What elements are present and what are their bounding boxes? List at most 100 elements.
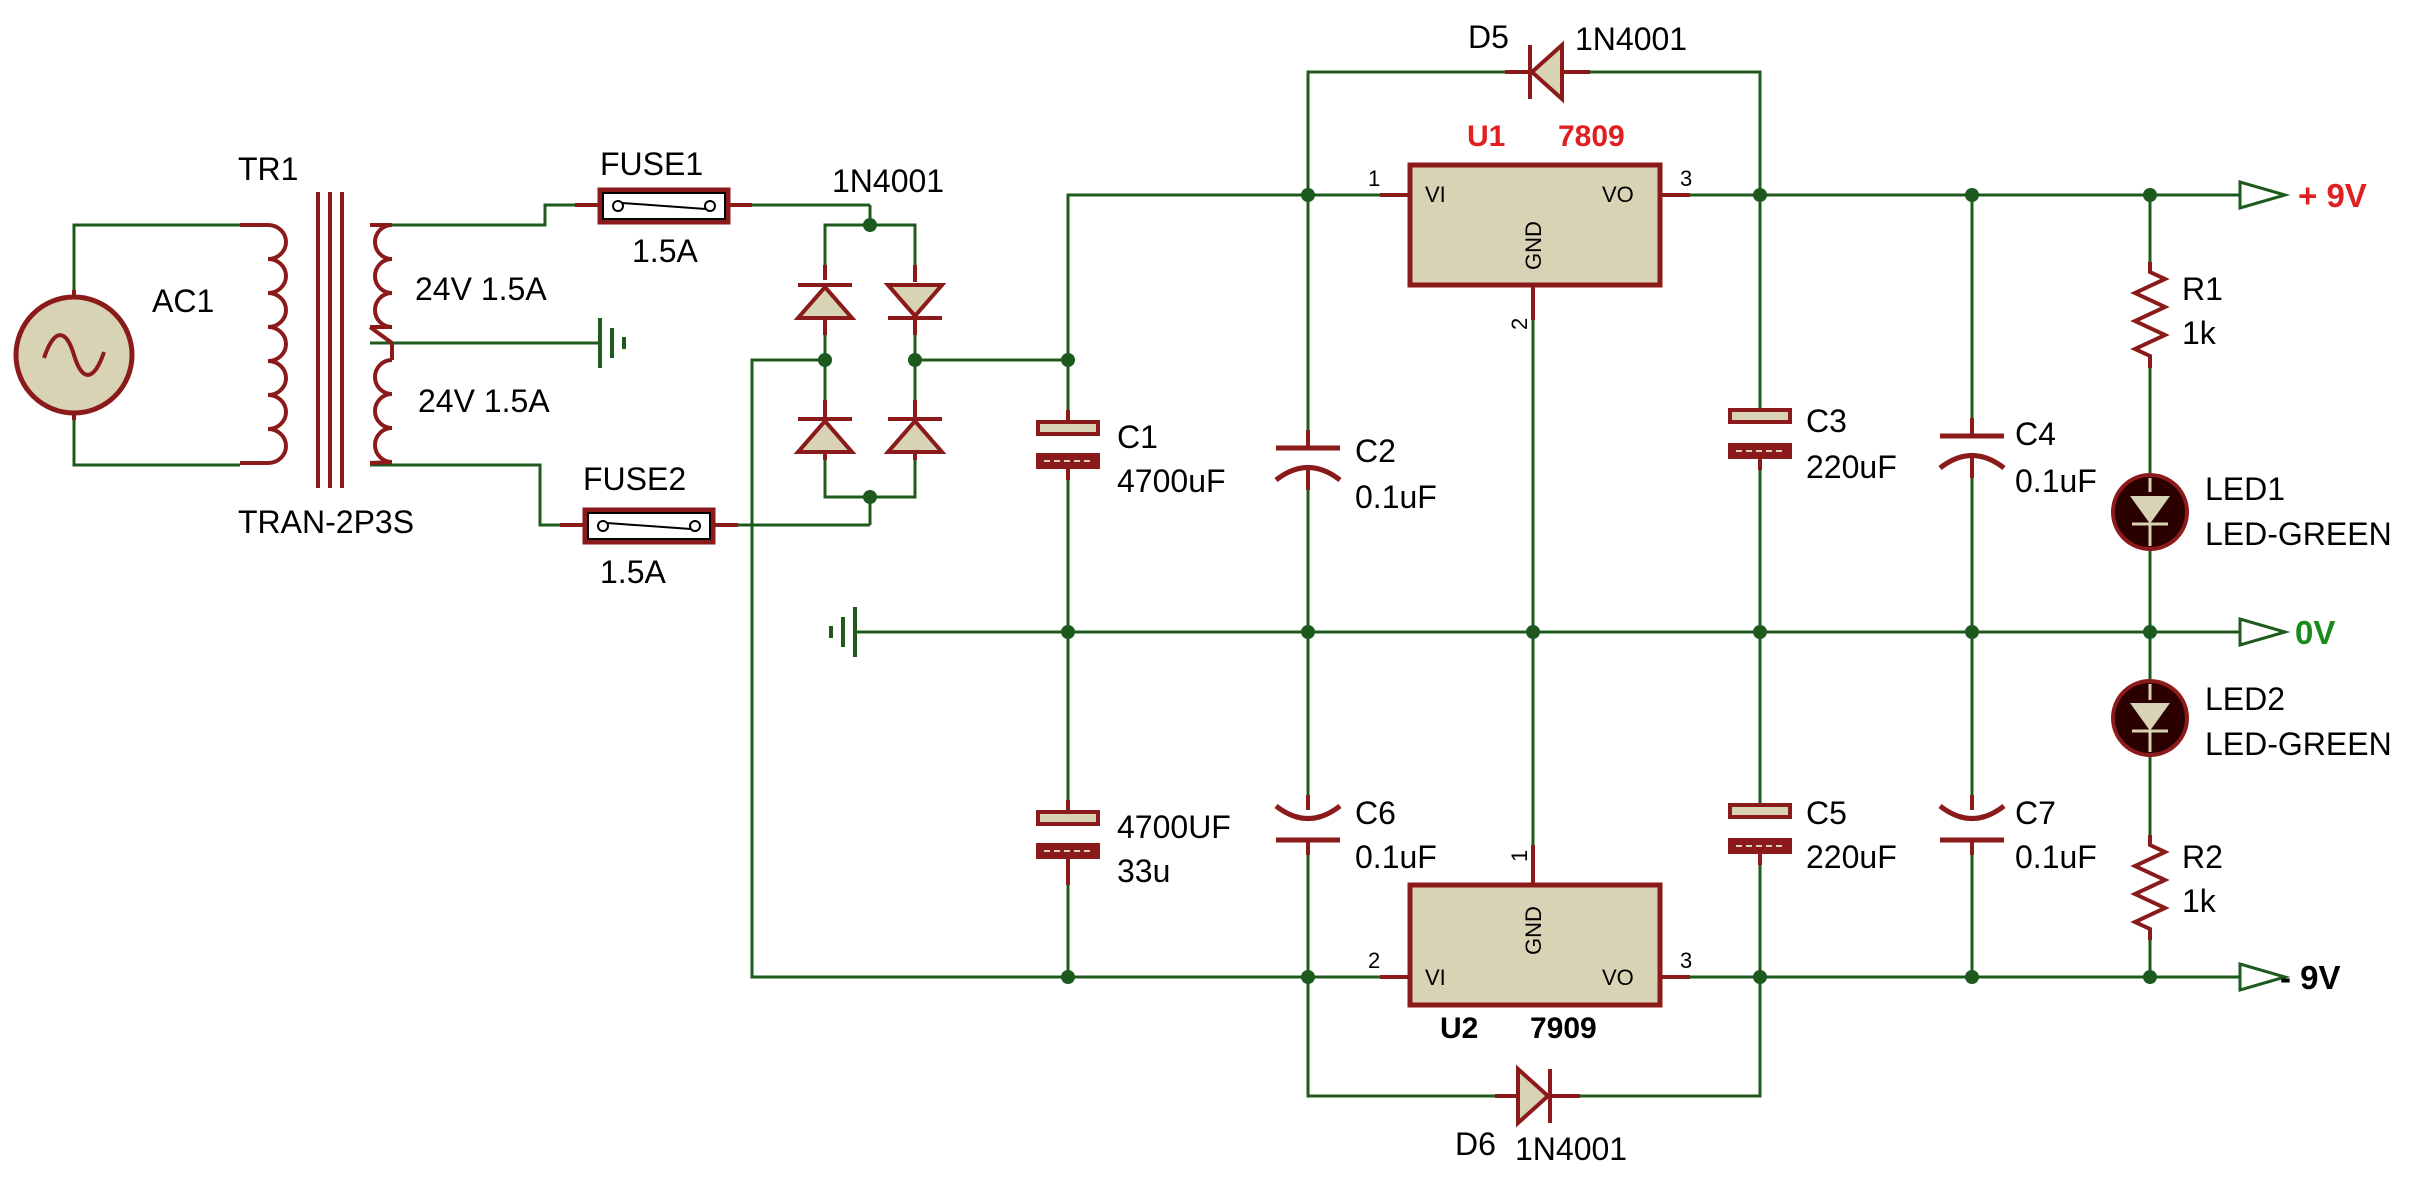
junction [1526,625,1540,639]
ac-source-ac1: AC1 [13,283,214,420]
junction [2143,970,2157,984]
output-minus-9v: - 9V [2238,959,2341,996]
r1-ref: R1 [2182,271,2223,307]
fuse-2-rating: 1.5A [600,554,666,590]
d6-model: 1N4001 [1515,1131,1627,1167]
transformer-tr1: TR1 24V 1.5A 24V 1.5A TRAN-2P3S [238,151,550,540]
fuse-1-rating: 1.5A [632,233,698,269]
output-0v: 0V [2238,614,2335,651]
primary-winding [240,223,288,465]
ground-icon [598,318,626,368]
r1-value: 1k [2182,315,2217,351]
u2-pin-number: 3 [1680,948,1692,973]
junction [1753,625,1767,639]
regulator-body [1407,882,1663,1008]
c4-value: 0.1uF [2015,463,2097,499]
junction [1753,970,1767,984]
led-icon [2130,703,2170,731]
capacitor-c4: C4 0.1uF [1938,416,2097,499]
c5-value: 220uF [1806,839,1897,875]
c7-ref: C7 [2015,795,2056,831]
diode-icon [793,283,857,320]
c7-value: 0.1uF [2015,839,2097,875]
diode-icon [883,417,947,454]
led-2-ref: LED2 [2205,681,2285,717]
capacitor-c6: C6 0.1uF [1274,795,1437,875]
fuse-1-ref: FUSE1 [600,146,703,182]
c6-value: 0.1uF [1355,839,1437,875]
capacitor-c5: C5 220uF [1728,795,1897,875]
r2-ref: R2 [2182,839,2223,875]
winding-bottom-label: 24V 1.5A [418,383,550,419]
capacitor-4700uf-bottom: 4700UF 33u [1036,800,1231,889]
c2-ref: C2 [1355,433,1396,469]
junction [2143,188,2157,202]
led-1-ref: LED1 [2205,471,2285,507]
output-zero-label: 0V [2295,614,2335,651]
led-2-model: LED-GREEN [2205,726,2392,762]
u1-pin-vo: VO [1602,182,1634,207]
terminal-arrow-icon [2238,962,2291,992]
junction [1061,970,1075,984]
c1-value: 4700uF [1117,463,1226,499]
junction [2143,625,2157,639]
u1-pin-number: 3 [1680,166,1692,191]
regulator-u2: U2 7909 VI VO GND 2 1 3 [1368,845,1692,1045]
junction [1061,625,1075,639]
fuse-2-ref: FUSE2 [583,461,686,497]
u2-pin-gnd: GND [1521,906,1546,955]
u2-model: 7909 [1530,1012,1597,1045]
ground-icon [829,607,857,657]
u1-pin-vi: VI [1425,182,1446,207]
wires [72,70,2240,1098]
capacitor-c1: C1 4700uF [1036,410,1226,499]
r2-value: 1k [2182,883,2217,919]
u1-model: 7809 [1558,120,1625,153]
u1-pin-number: 1 [1368,166,1380,191]
secondary-winding-top [370,223,393,329]
bridge-label: 1N4001 [832,163,944,199]
secondary-winding-bottom [369,358,393,465]
output-plus-9v: + 9V [2238,177,2367,214]
u1-pin-number: 2 [1507,318,1532,330]
terminal-arrow-icon [2238,617,2291,647]
c-bottom-value: 4700UF [1117,809,1231,845]
junction [1965,625,1979,639]
c2-value: 0.1uF [1355,479,1437,515]
led-2: LED2 LED-GREEN [2111,679,2392,762]
diode-icon [793,417,857,454]
junction [1301,970,1315,984]
junction [1965,970,1979,984]
junction-dots [818,188,2157,984]
junction [1301,188,1315,202]
c3-ref: C3 [1806,403,1847,439]
resistor-r2: R2 1k [2130,835,2223,940]
d6-ref: D6 [1455,1126,1496,1162]
bridge-rectifier: 1N4001 [793,163,947,460]
c-bottom-extra: 33u [1117,853,1170,889]
capacitor-c3: C3 220uF [1728,403,1897,485]
fuse-1: FUSE1 1.5A [575,146,752,269]
led-icon [2130,496,2170,524]
transformer-ref: TR1 [238,151,298,187]
diode-icon [883,283,947,320]
diode-d5: D5 1N4001 [1468,19,1687,104]
capacitor-c2: C2 0.1uF [1274,430,1437,515]
junction [863,218,877,232]
junction [863,490,877,504]
u1-pin-gnd: GND [1521,221,1546,270]
ac-source-label: AC1 [152,283,214,319]
output-plus-label: + 9V [2298,177,2367,214]
c1-ref: C1 [1117,419,1158,455]
junction [908,353,922,367]
output-minus-label: - 9V [2280,959,2341,996]
u2-pin-vo: VO [1602,965,1634,990]
resistor-r1: R1 1k [2130,262,2223,368]
junction [1301,625,1315,639]
d5-ref: D5 [1468,19,1509,55]
u2-pin-vi: VI [1425,965,1446,990]
junction [1061,353,1075,367]
diode-d6: D6 1N4001 [1455,1064,1627,1167]
led-1-model: LED-GREEN [2205,516,2392,552]
